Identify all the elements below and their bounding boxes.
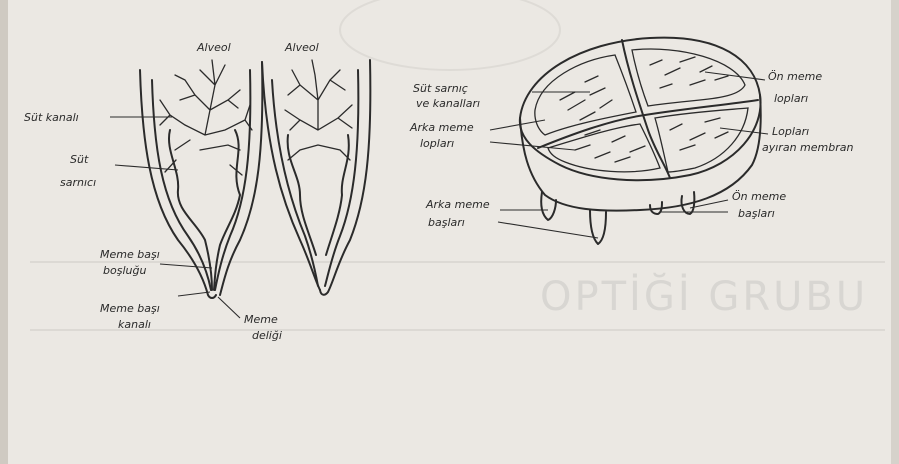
label-meme-deligi-line1: Meme [244, 313, 278, 326]
label-on-meme-loplari-line2: lopları [774, 92, 808, 105]
label-arka-meme-baslari-line1: Arka meme [425, 198, 490, 211]
label-sut-sarnic-line2: ve kanalları [416, 97, 480, 110]
watermark-text: OPTİĞİ GRUBU [540, 272, 868, 320]
label-sut-sarnic-line1: Süt sarnıç [413, 82, 468, 95]
label-arka-meme-loplari-line2: lopları [420, 137, 454, 150]
label-meme-basi-boslugu-line1: Meme başı [100, 248, 160, 261]
label-loplari-ayiran-membran-line1: Lopları [772, 125, 809, 138]
label-sut-kanali: Süt kanalı [24, 111, 79, 124]
label-meme-basi-boslugu-line2: boşluğu [103, 264, 146, 277]
label-arka-meme-baslari-line2: başları [428, 216, 465, 229]
label-meme-deligi-line2: deliği [252, 329, 282, 342]
label-arka-meme-loplari-line1: Arka meme [409, 121, 474, 134]
paper-left-edge [0, 0, 8, 464]
label-alveol-right: Alveol [284, 41, 319, 54]
label-meme-basi-kanali-line1: Meme başı [100, 302, 160, 315]
label-on-meme-loplari-line1: Ön meme [768, 70, 822, 83]
label-meme-basi-kanali-line2: kanalı [118, 318, 151, 331]
label-sut-sarnici-line2: sarnıcı [60, 176, 96, 189]
label-on-meme-baslari-line2: başları [738, 207, 775, 220]
label-sut-sarnici-line1: Süt [70, 153, 89, 166]
label-loplari-ayiran-membran-line2: ayıran membran [762, 141, 853, 154]
label-on-meme-baslari-line1: Ön meme [732, 190, 786, 203]
paper-right-edge [891, 0, 899, 464]
label-alveol-left: Alveol [196, 41, 231, 54]
